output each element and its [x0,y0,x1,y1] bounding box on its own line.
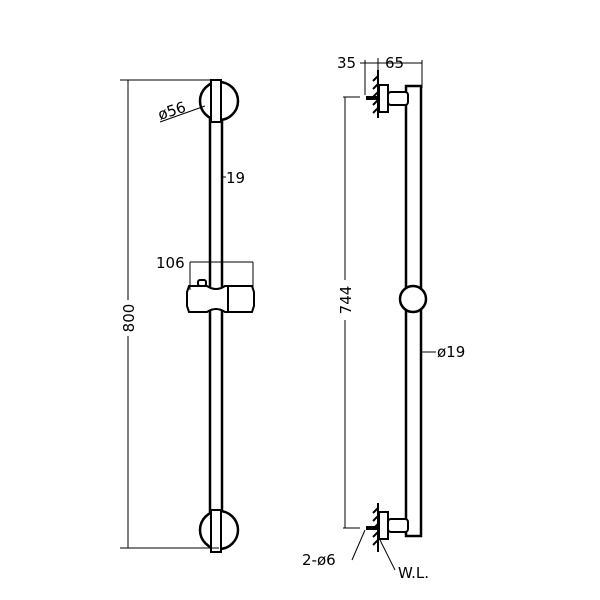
front-rod [208,82,224,548]
slider-clamp [186,279,255,313]
top-mount [366,70,409,118]
side-view [343,58,436,571]
dim-slider-width: 106 [156,254,185,272]
dim-overall-height: 800 [120,304,138,333]
slider-ball [398,284,428,314]
dim-screws: 2-ø6 [302,551,336,569]
label-wall-line: W.L. [398,564,429,582]
dim-wall-offset: 35 [337,54,356,72]
dim-bracket-diameter: ø56 [156,98,188,124]
front-view [120,79,255,553]
dim-rod-offset: 65 [385,54,404,72]
dim-rod-diameter-side: ø19 [437,343,465,361]
dim-mount-spacing: 744 [337,286,355,315]
dim-rod-diameter-front: 19 [226,169,245,187]
bottom-mount [366,503,409,552]
